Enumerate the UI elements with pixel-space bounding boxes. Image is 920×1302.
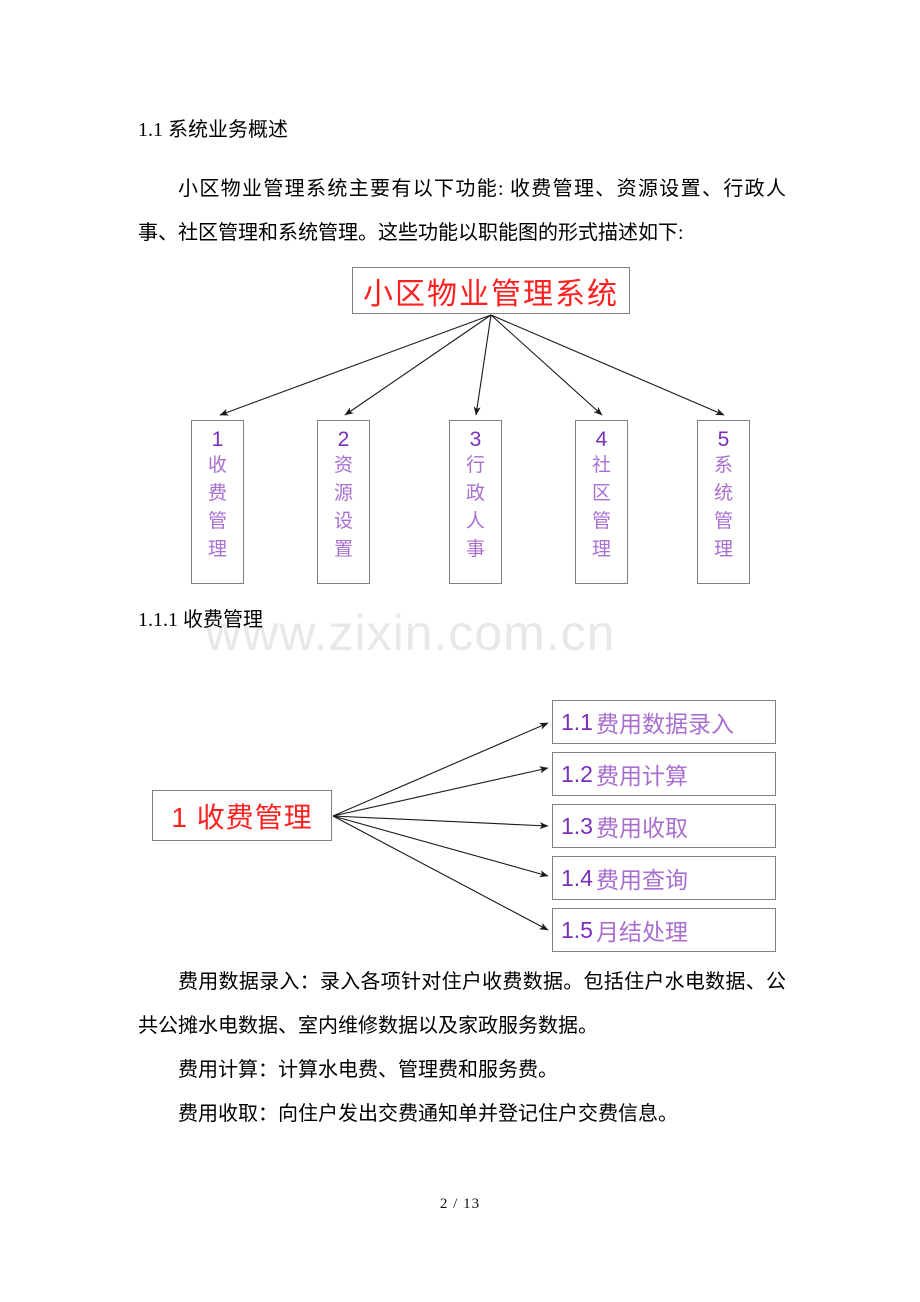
connector-5: [490, 314, 725, 416]
node-number: 1.5: [561, 916, 593, 943]
diagram-root-label: 1 收费管理: [171, 801, 313, 833]
node-number: 3: [469, 428, 482, 451]
diagram-node-1-charge-management[interactable]: 1 收 费 管 理: [191, 420, 244, 584]
connector-1-5: [332, 815, 549, 931]
node-char: 系: [713, 455, 733, 476]
node-number: 4: [595, 428, 608, 451]
node-char: 设: [333, 511, 353, 532]
connector-2: [344, 314, 492, 416]
diagram-connectors: [332, 722, 549, 931]
diagram-node-1-3-fee-collection[interactable]: 1.3 费用收取: [552, 804, 776, 848]
node-label: 费用收取: [595, 815, 688, 841]
intro-paragraph: 小区物业管理系统主要有以下功能: 收费管理、资源设置、行政人事、社区管理和系统管…: [138, 167, 786, 255]
node-char: 收: [207, 455, 227, 476]
connector-1-1: [332, 722, 549, 817]
node-number: 5: [717, 428, 730, 451]
section-heading-1-1-1: 1.1.1 收费管理: [138, 609, 263, 631]
node-char: 费: [207, 483, 227, 504]
connector-1-3: [332, 815, 549, 830]
node-char: 管: [591, 511, 611, 532]
section-heading-1-1: 1.1 系统业务概述: [138, 119, 288, 141]
node-char: 资: [333, 455, 353, 476]
system-function-diagram: 小区物业管理系统 1 收 费 管 理 2 资 源 设 置 3 行 政 人 事 4…: [0, 255, 920, 600]
node-number: 1.2: [561, 760, 593, 787]
diagram-node-1-2-fee-calculation[interactable]: 1.2 费用计算: [552, 752, 776, 796]
diagram-node-1-1-fee-data-entry[interactable]: 1.1 费用数据录入: [552, 700, 776, 744]
node-char: 行: [465, 455, 485, 476]
node-label: 费用数据录入: [595, 711, 734, 737]
node-number: 2: [337, 428, 350, 451]
node-number: 1: [211, 428, 224, 451]
body-paragraphs: 费用数据录入：录入各项针对住户收费数据。包括住户水电数据、公共公摊水电数据、室内…: [138, 960, 786, 1136]
connector-4: [490, 314, 603, 416]
node-char: 管: [713, 511, 733, 532]
node-char: 区: [591, 483, 611, 504]
node-number: 1.4: [561, 864, 593, 891]
connector-1-2: [332, 766, 549, 817]
connector-3: [473, 314, 492, 416]
intro-paragraph-text: 小区物业管理系统主要有以下功能: 收费管理、资源设置、行政人事、社区管理和系统管…: [138, 178, 786, 244]
connector-1: [219, 314, 492, 416]
node-label: 费用计算: [595, 763, 688, 789]
node-char: 源: [333, 483, 353, 504]
diagram-node-2-resource-setting[interactable]: 2 资 源 设 置: [317, 420, 370, 584]
connector-1-4: [332, 815, 549, 878]
body-paragraph: 费用数据录入：录入各项针对住户收费数据。包括住户水电数据、公共公摊水电数据、室内…: [138, 971, 786, 1037]
diagram-root-label: 小区物业管理系统: [363, 277, 619, 311]
body-paragraph: 费用计算：计算水电费、管理费和服务费。: [178, 1059, 558, 1081]
node-label: 月结处理: [595, 919, 688, 945]
charge-management-diagram: 1 收费管理 1.1 费用数据录入 1.2 费用计算 1.3 费用收取 1.4 …: [0, 690, 920, 955]
node-number: 1.3: [561, 812, 593, 839]
node-char: 管: [207, 511, 227, 532]
node-char: 理: [591, 539, 611, 560]
node-number: 1.1: [561, 708, 593, 735]
diagram-connectors: [219, 314, 725, 416]
diagram-root-node-charge-management[interactable]: 1 收费管理: [152, 790, 332, 841]
node-char: 社: [591, 455, 611, 476]
page-number: 2 / 13: [439, 1196, 481, 1212]
diagram-node-3-administration-hr[interactable]: 3 行 政 人 事: [449, 420, 502, 584]
node-char: 理: [207, 539, 227, 560]
node-char: 政: [465, 483, 485, 504]
node-char: 事: [465, 539, 485, 560]
diagram-node-1-5-monthly-settlement[interactable]: 1.5 月结处理: [552, 908, 776, 952]
watermark: www.zixin.com.cn: [205, 605, 616, 661]
node-char: 置: [333, 539, 353, 560]
node-char: 人: [465, 511, 485, 532]
diagram-node-1-4-fee-query[interactable]: 1.4 费用查询: [552, 856, 776, 900]
node-char: 理: [713, 539, 733, 560]
node-char: 统: [713, 483, 733, 504]
diagram-node-4-community-management[interactable]: 4 社 区 管 理: [575, 420, 628, 584]
diagram-root-node-system[interactable]: 小区物业管理系统: [352, 267, 630, 314]
diagram-node-5-system-management[interactable]: 5 系 统 管 理: [697, 420, 750, 584]
body-paragraph: 费用收取：向住户发出交费通知单并登记住户交费信息。: [178, 1103, 678, 1125]
node-label: 费用查询: [595, 867, 688, 893]
